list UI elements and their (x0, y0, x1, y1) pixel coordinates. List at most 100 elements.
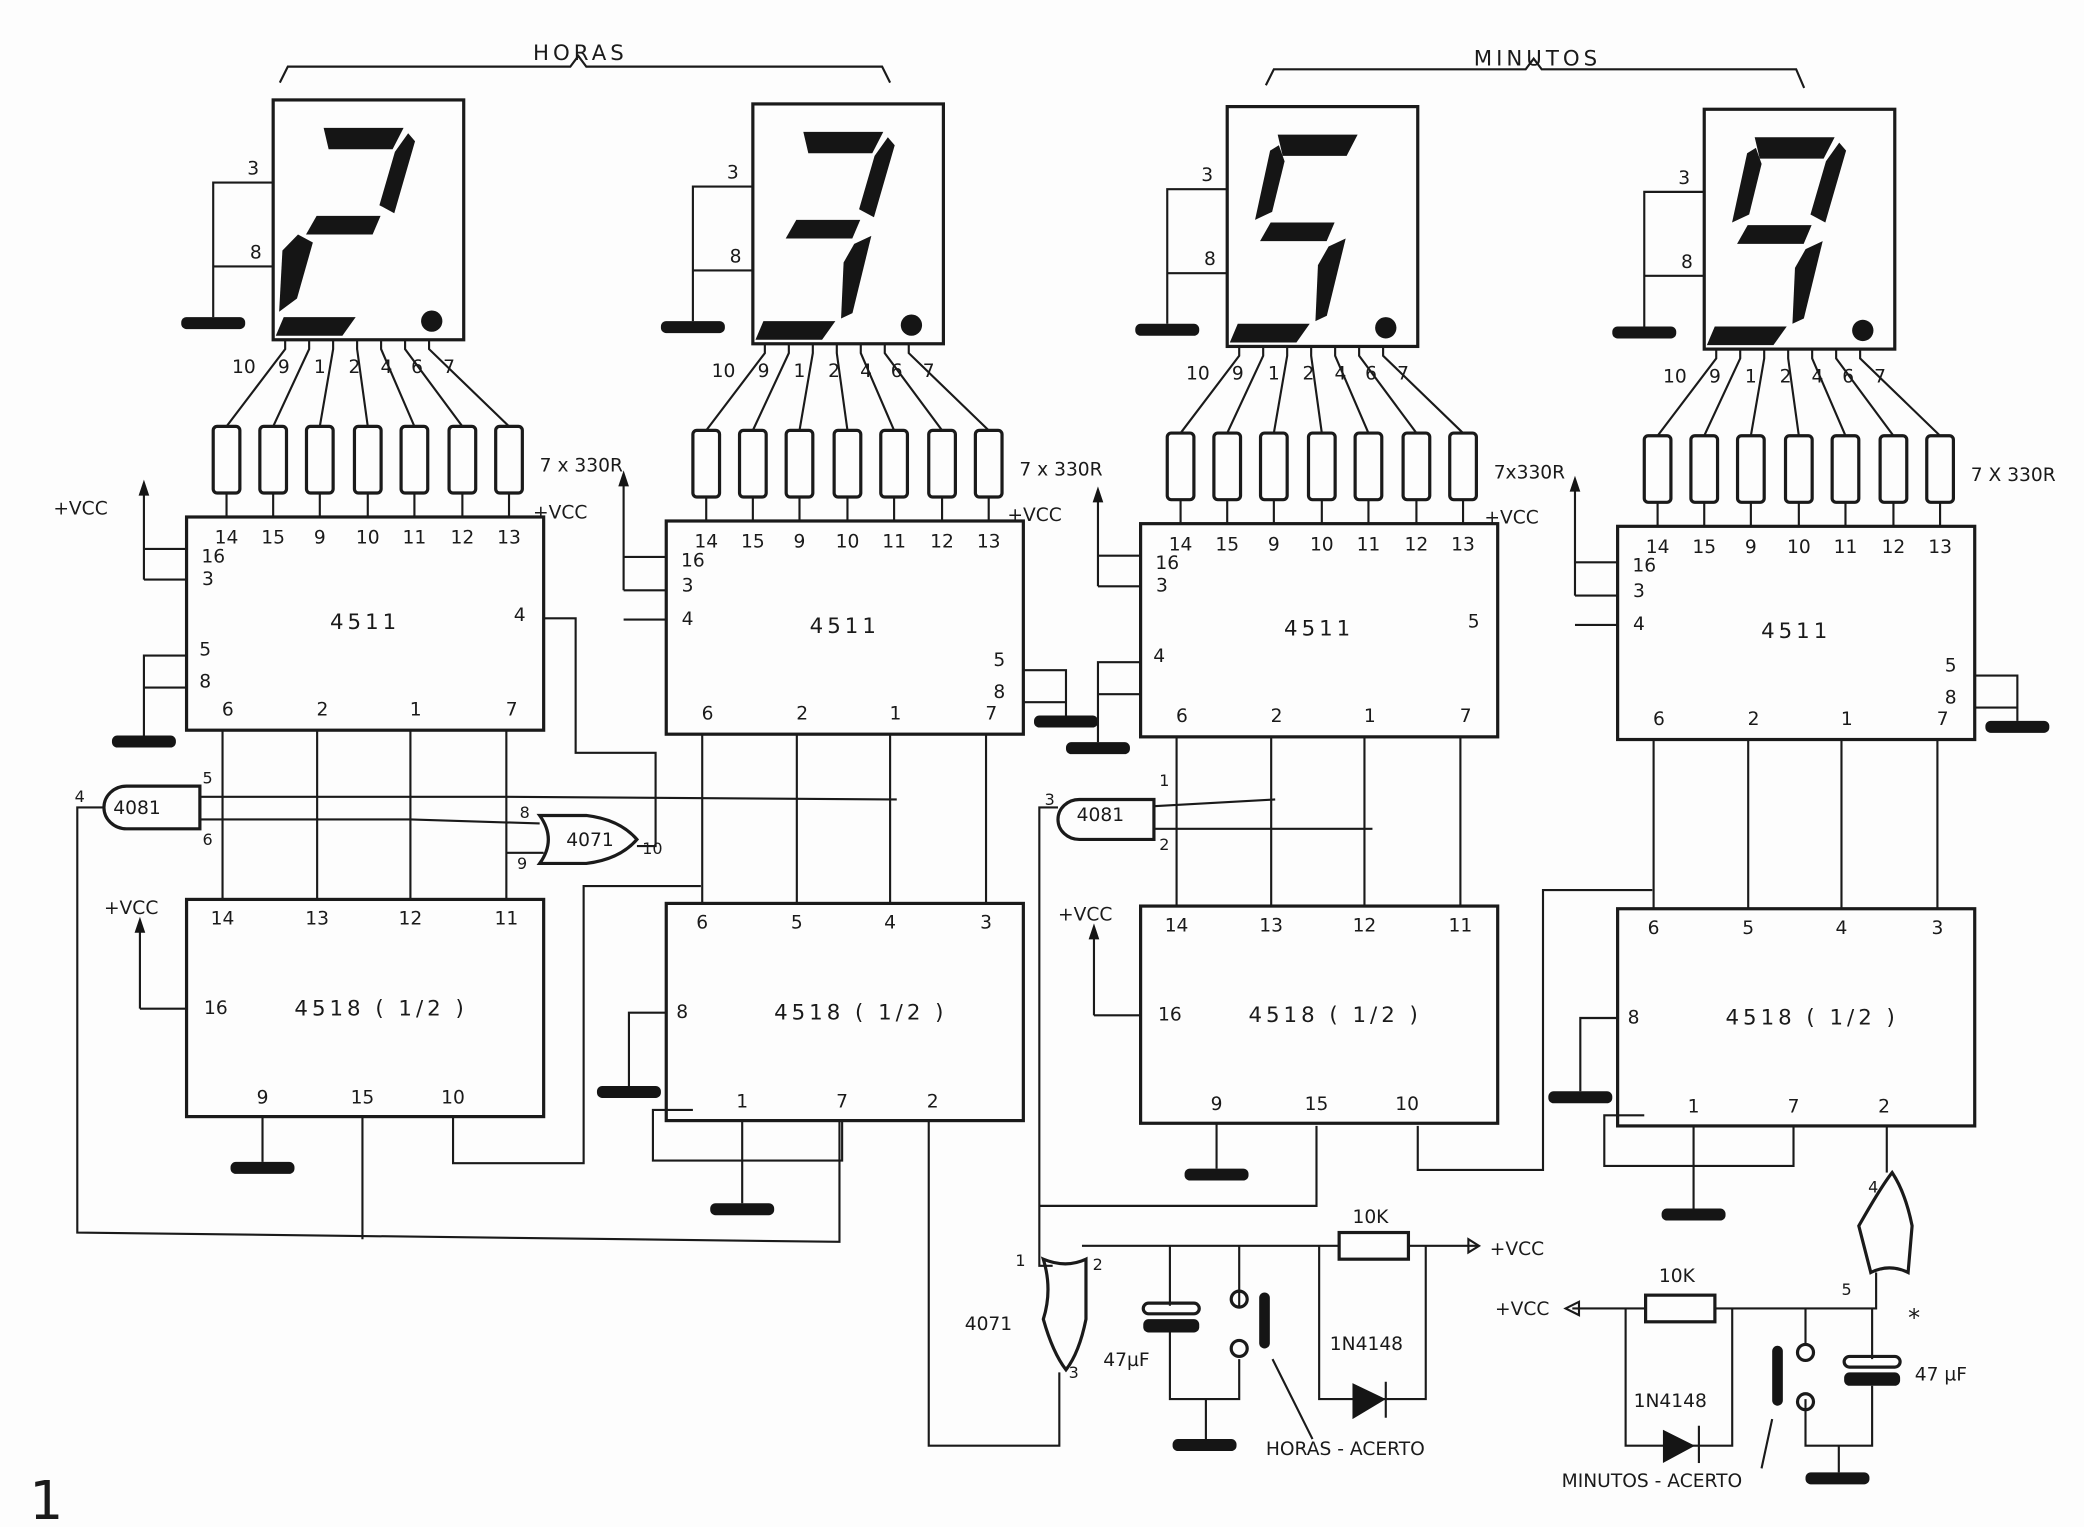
ground-symbol (596, 1085, 661, 1098)
vcc-arrow (618, 470, 629, 487)
pin-label: 5 (993, 650, 1005, 671)
wire (1382, 346, 1465, 524)
pin-label: 1 (1688, 1097, 1700, 1118)
wire (1310, 346, 1323, 524)
segment-a (323, 127, 404, 150)
pin-label: 8 (1945, 688, 1957, 709)
wire (142, 547, 187, 736)
pin-label: 13 (977, 532, 1001, 553)
wire (1572, 1272, 1878, 1310)
pin: 10 (642, 839, 662, 858)
ground-symbol (1985, 720, 2050, 733)
pin-label: 10 (1186, 364, 1210, 385)
hours-brace (278, 54, 892, 84)
pin: 1 (1015, 1251, 1025, 1270)
pin-label: 6 (1176, 706, 1188, 727)
pin-label: 5 (791, 913, 803, 934)
wire (1787, 349, 1800, 527)
or-gate-minutes (1857, 1169, 1914, 1275)
pin-label: 15 (261, 528, 285, 549)
pin-label: 16 (1158, 1005, 1182, 1026)
pin: 4 (1868, 1178, 1878, 1197)
and-minutes-label: 4081 (1077, 805, 1124, 826)
pin-label: 8 (250, 242, 262, 263)
pin-label: 13 (1451, 534, 1475, 555)
seven-segment-display (1225, 104, 1420, 349)
ic-label: 4518 ( 1/2 ) (1725, 1006, 1898, 1031)
wire (212, 181, 274, 318)
segment-a (1754, 137, 1835, 159)
pin-label: 2 (1303, 364, 1315, 385)
segment-b (1810, 142, 1847, 223)
minutes-group-label: MINUTOS (1474, 46, 1601, 71)
pin-label: 4 (884, 913, 896, 934)
pin-label: 15 (1215, 534, 1239, 555)
wire (1166, 188, 1228, 324)
pin-label: 2 (927, 1091, 939, 1112)
pin-label: 11 (1834, 537, 1858, 558)
hours-group-label: HORAS (533, 41, 628, 66)
pin-label: 3 (682, 576, 694, 597)
pin-label: 4 (380, 357, 392, 378)
or-gate-hours (536, 813, 640, 866)
resistor-330r (1165, 431, 1196, 502)
resistor-array-label: 7x330R (1494, 462, 1565, 483)
pin-label: 6 (891, 361, 903, 382)
pin-label: 5 (1468, 612, 1480, 633)
ic-label: 4518 ( 1/2 ) (774, 1000, 947, 1025)
wire (1703, 349, 1742, 527)
ground-symbol (1135, 323, 1200, 336)
pin-label: 8 (1681, 252, 1693, 273)
wire (1859, 349, 1942, 527)
pin-label: 14 (211, 909, 235, 930)
ic-4511 (184, 515, 546, 732)
pin-label: 9 (758, 361, 770, 382)
wire (907, 343, 990, 521)
wire (1603, 1114, 1795, 1209)
pin: 1 (1159, 771, 1169, 790)
segment-c (1315, 238, 1346, 322)
wire (751, 343, 790, 521)
minutes-set-label: MINUTOS - ACERTO (1562, 1471, 1743, 1492)
pin-label: 8 (730, 246, 742, 267)
resistor-330r (691, 428, 722, 499)
wire (1038, 806, 1058, 1267)
pushbutton-hours[interactable] (1259, 1292, 1270, 1349)
pin-label: 13 (1259, 915, 1283, 936)
ic-4511 (664, 519, 1025, 736)
wire (451, 885, 701, 1165)
pin-label: 8 (1628, 1007, 1640, 1028)
resistor-330r (211, 424, 242, 495)
wire (705, 343, 766, 521)
wire (1179, 346, 1241, 524)
pushbutton-minutes[interactable] (1772, 1345, 1783, 1406)
pin-label: 10 (1663, 366, 1687, 387)
segment-d (755, 321, 836, 340)
pin-label: 12 (1353, 915, 1377, 936)
wire (627, 1011, 667, 1086)
segment-d (1229, 323, 1310, 343)
pin-label: 1 (314, 357, 326, 378)
pin-label: 4 (1335, 364, 1347, 385)
figure-number: 1 (29, 1470, 63, 1527)
digit-3 (755, 131, 895, 340)
pin-label: 2 (1878, 1097, 1890, 1118)
pin: 4 (75, 787, 85, 806)
pin-label: 11 (494, 909, 518, 930)
wire (1974, 674, 2019, 721)
or-hours-label: 4071 (566, 830, 613, 851)
pin-label: 10 (1395, 1094, 1419, 1115)
pin-label: 15 (741, 532, 765, 553)
pin: 5 (203, 768, 213, 787)
pin-label: 2 (1780, 366, 1792, 387)
vcc-label: +VCC (1490, 1239, 1544, 1260)
diode-label: 1N4148 (1634, 1391, 1707, 1412)
resistor-330r (737, 428, 768, 499)
decimal-point (421, 310, 443, 332)
wire (1835, 349, 1895, 527)
vcc-arrow (1088, 923, 1100, 940)
ground-symbol (1612, 326, 1677, 339)
pin: 3 (1069, 1363, 1079, 1382)
